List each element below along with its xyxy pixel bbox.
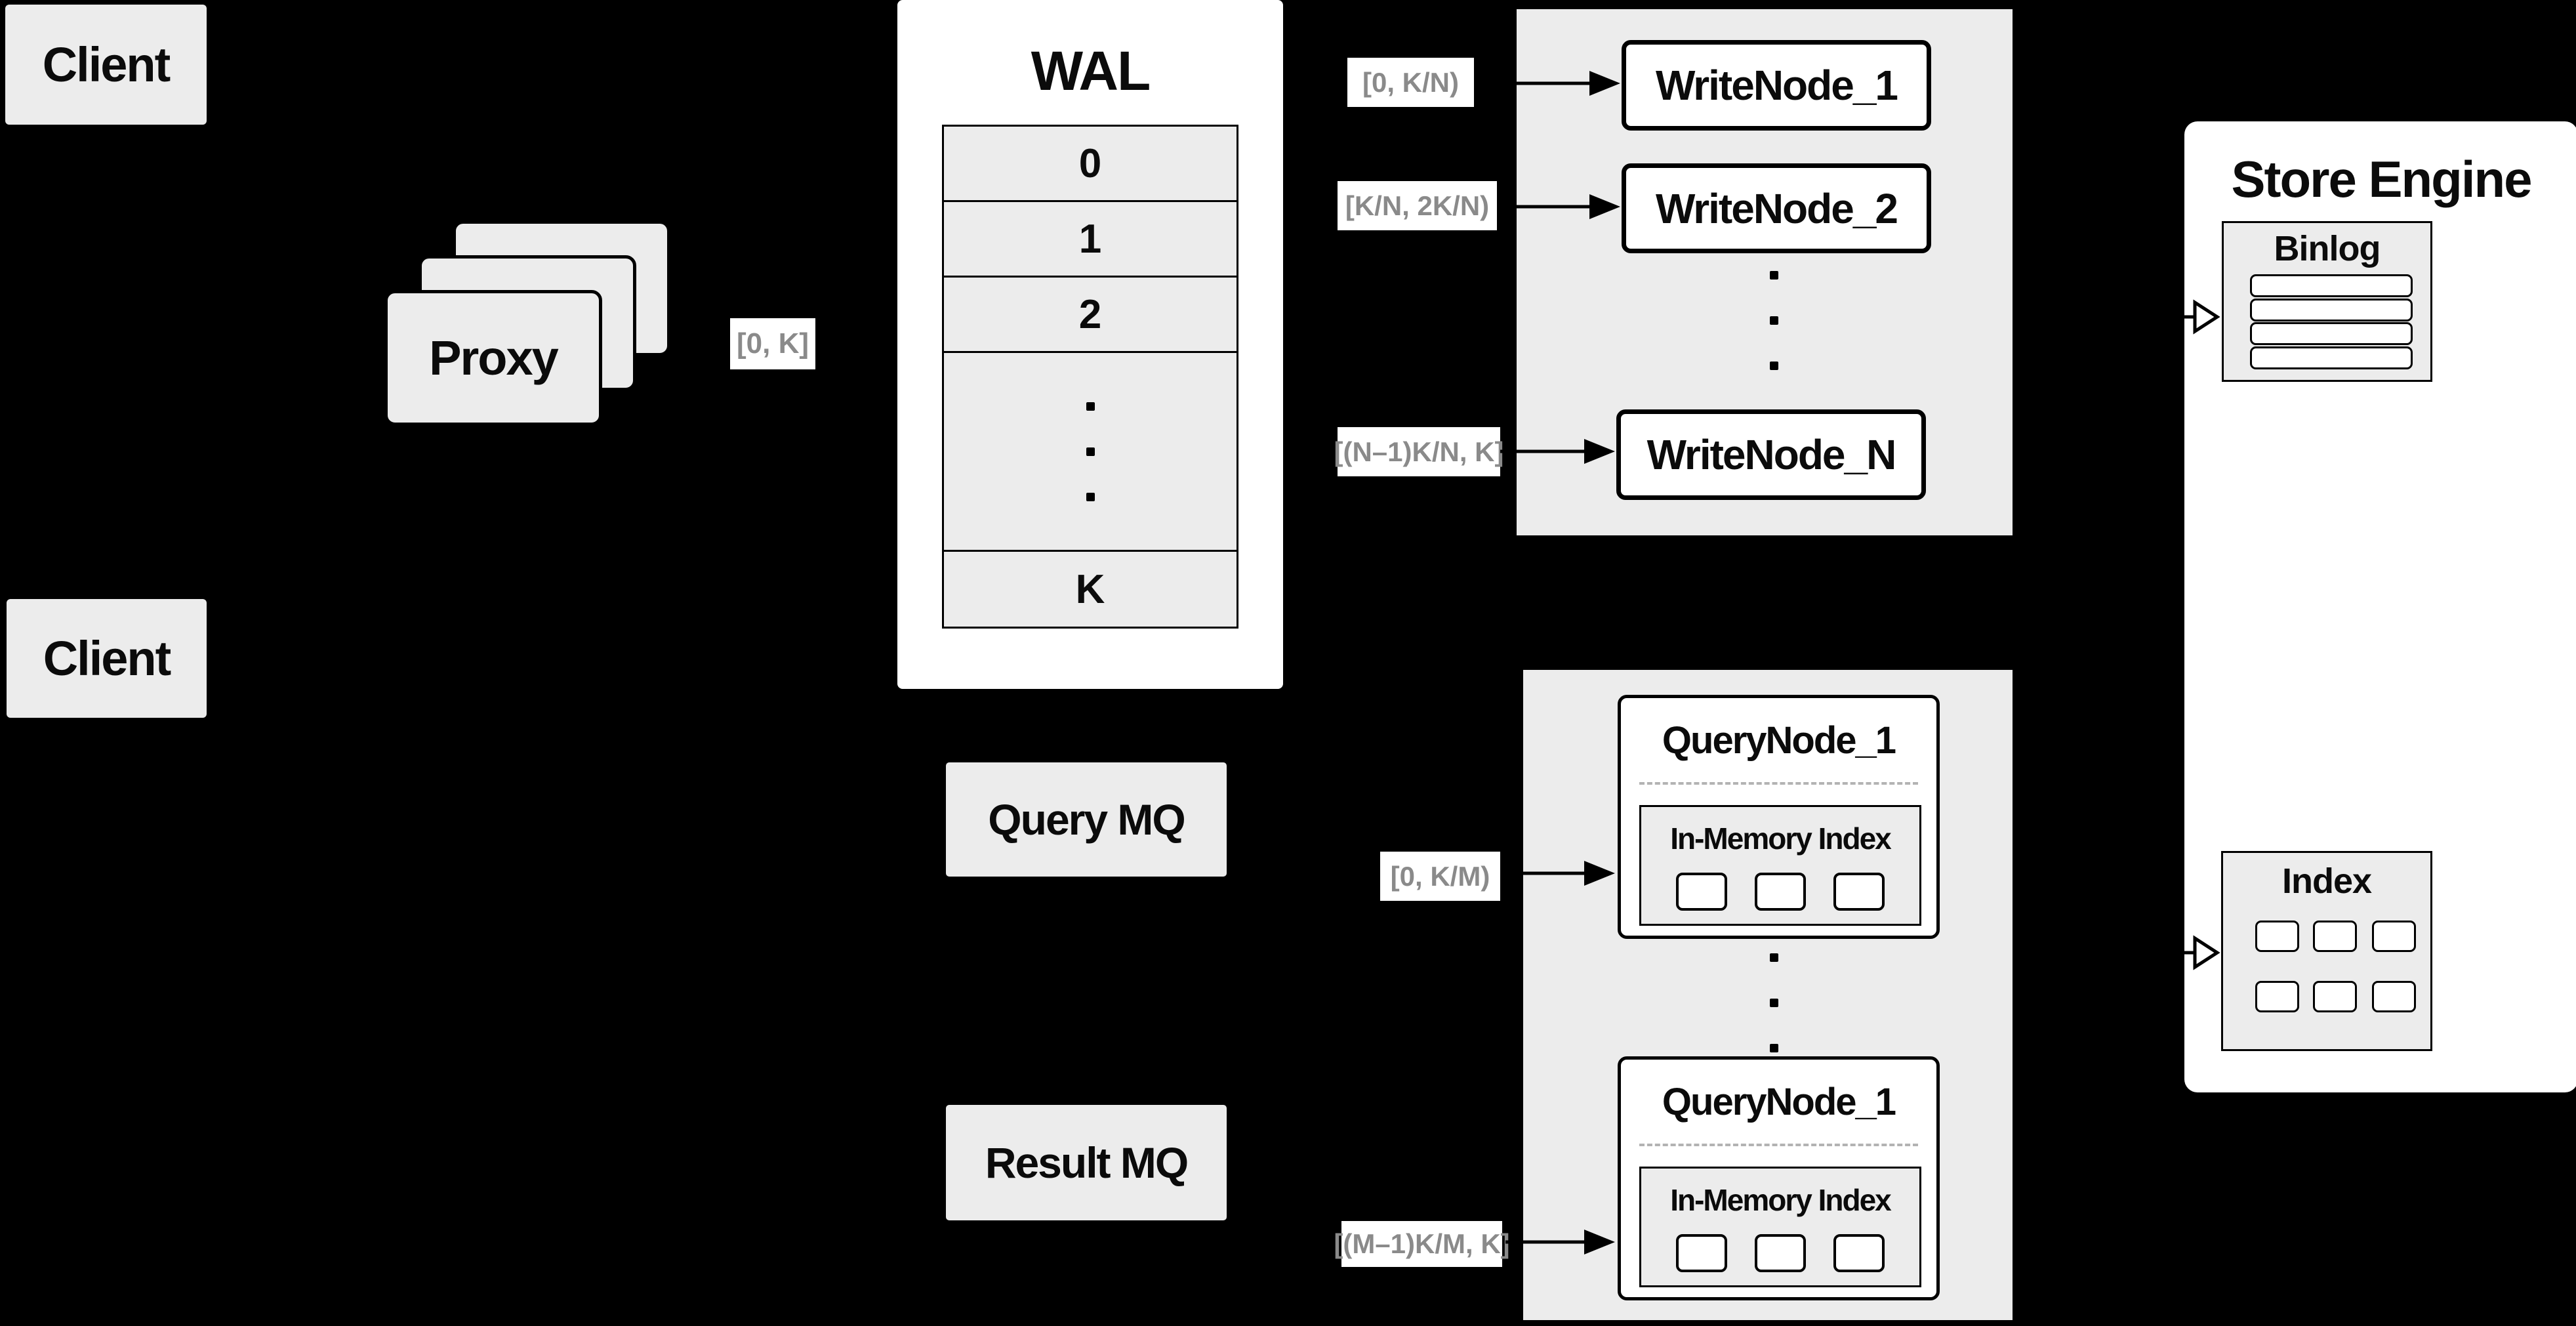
dashed-divider: [1639, 1144, 1918, 1146]
client-box-top: Client: [5, 5, 207, 125]
index-file-square: [2372, 981, 2416, 1012]
dashed-divider: [1639, 782, 1918, 785]
query-node-top-title: QueryNode_1: [1662, 718, 1896, 762]
segment-square: [1755, 873, 1806, 911]
client-box-bottom: Client: [7, 599, 207, 718]
proxy-card-front: Proxy: [384, 290, 602, 426]
wal-panel: WAL 0 1 2 K: [897, 0, 1283, 689]
range-label-write-1: [0, K/N): [1347, 58, 1474, 107]
query-mq-box: Query MQ: [946, 762, 1227, 877]
write-node-n: WriteNode_N: [1616, 409, 1926, 500]
wal-row-0: 0: [1078, 140, 1102, 186]
binlog-box: Binlog: [2222, 221, 2432, 382]
result-mq-box: Result MQ: [946, 1105, 1227, 1220]
segment-squares: [1641, 1234, 1919, 1272]
segment-square: [1833, 873, 1885, 911]
write-node-2: WriteNode_2: [1622, 163, 1931, 253]
in-memory-index-label: In-Memory Index: [1670, 1183, 1892, 1217]
index-file-square: [2372, 921, 2416, 952]
binlog-segment-bar: [2250, 322, 2413, 345]
in-memory-index-box-top: In-Memory Index: [1639, 805, 1921, 926]
client-bottom-label: Client: [43, 631, 172, 686]
vertical-ellipsis-icon: [1770, 271, 1778, 370]
in-memory-index-box-bottom: In-Memory Index: [1639, 1167, 1921, 1287]
range-label-query-m: [(M–1)K/M, K]: [1334, 1221, 1510, 1267]
wal-row-ellipsis: [944, 351, 1237, 550]
range-label-write-n: [(N–1)K/N, K]: [1334, 427, 1504, 476]
store-engine-title: Store Engine: [2231, 150, 2532, 208]
query-node-cluster: QueryNode_1 In-Memory Index QueryNode_1 …: [1521, 667, 2015, 1323]
index-file-square: [2255, 981, 2299, 1012]
vertical-ellipsis-icon: [1770, 953, 1778, 1052]
binlog-segment-bar: [2250, 299, 2413, 321]
query-node-top: QueryNode_1 In-Memory Index: [1618, 695, 1940, 939]
segment-square: [1676, 873, 1727, 911]
query-node-bottom: QueryNode_1 In-Memory Index: [1618, 1056, 1940, 1300]
range-label-query-1: [0, K/M): [1380, 852, 1500, 901]
wal-row-1: 1: [944, 200, 1237, 276]
range-label-write-2: [K/N, 2K/N): [1338, 181, 1497, 230]
wal-title: WAL: [1031, 39, 1151, 102]
index-label: Index: [2281, 861, 2372, 901]
wal-table: 0 1 2 K: [942, 125, 1238, 629]
proxy-label: Proxy: [429, 331, 559, 385]
query-node-bottom-title: QueryNode_1: [1662, 1080, 1896, 1123]
in-memory-index-label: In-Memory Index: [1670, 821, 1892, 856]
segment-square: [1755, 1234, 1806, 1272]
range-label-proxy-to-wal: [0, K]: [730, 318, 815, 369]
write-node-cluster: WriteNode_1 WriteNode_2 WriteNode_N: [1514, 7, 2015, 538]
index-box: Index: [2221, 851, 2432, 1051]
client-top-label: Client: [42, 37, 171, 92]
write-node-1: WriteNode_1: [1622, 40, 1931, 131]
segment-squares: [1641, 873, 1919, 911]
binlog-segment-bar: [2250, 274, 2413, 297]
index-file-square: [2313, 921, 2357, 952]
index-file-square: [2313, 981, 2357, 1012]
vertical-ellipsis-icon: [1086, 402, 1095, 501]
wal-row-2: 2: [944, 276, 1237, 351]
segment-square: [1676, 1234, 1727, 1272]
segment-square: [1833, 1234, 1885, 1272]
binlog-segment-bar: [2250, 346, 2413, 369]
store-engine-panel: Store Engine Binlog Index: [2184, 121, 2576, 1092]
wal-row-k: K: [944, 550, 1237, 627]
index-file-square: [2255, 921, 2299, 952]
binlog-label: Binlog: [2274, 229, 2381, 268]
